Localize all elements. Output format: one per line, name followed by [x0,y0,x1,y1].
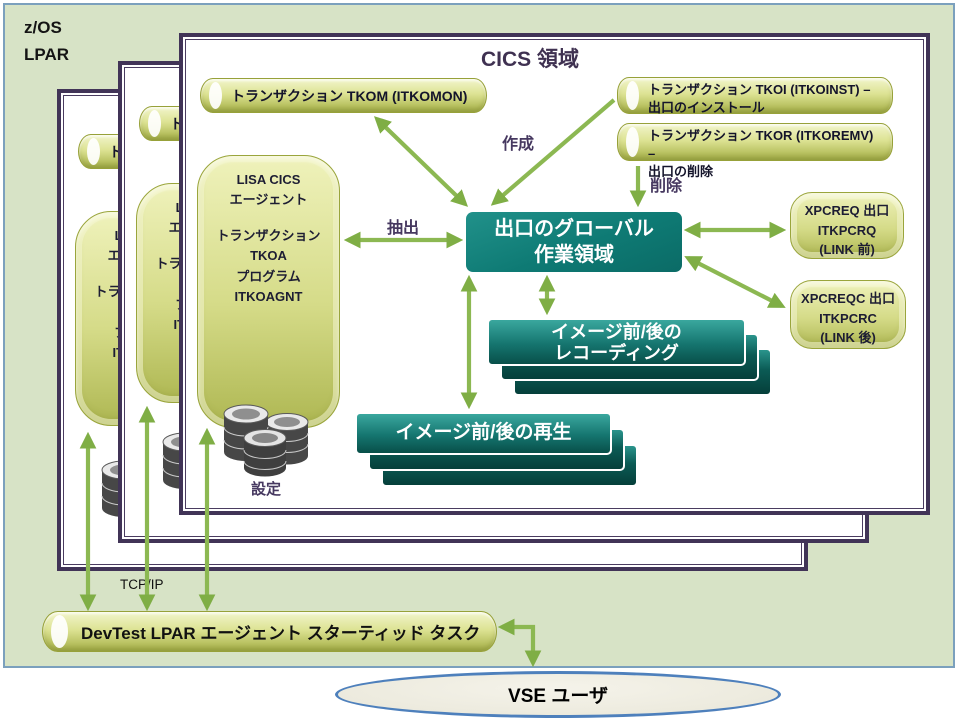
recording-stack: イメージ前/後の レコーディング [487,318,746,366]
lisa-agent-box: LISA CICS エージェント トランザクション TKOA プログラム ITK… [197,155,340,428]
bar-highlight [51,615,68,648]
tkor-line2: 出口の削除 [648,163,714,179]
lisa-line: トランザクション [216,228,321,244]
tcpip-label: TCP/IP [120,577,164,592]
lpar-frame-front-cics: CICS 領域 トランザクション TKOM (ITKOMON) トランザクション… [179,33,930,515]
xpcreq-exit-box: XPCREQ 出口 ITKPCRQ (LINK 前) [790,192,904,259]
zos-label-line2: LPAR [24,45,70,65]
bar-highlight [626,81,639,110]
zos-label-line1: z/OS [24,18,62,37]
tkoi-line2: 出口のインストール [648,99,765,115]
settings-label: 設定 [250,481,281,498]
tkor-line1: トランザクション TKOR (ITKOREMV) – [648,128,874,161]
bar-highlight [87,138,100,165]
xpcreqc-exit-box: XPCREQC 出口 ITKPCRC (LINK 後) [790,280,906,349]
lisa-line: エージェント [229,192,308,208]
lisa-line: TKOA [250,248,287,264]
delete-edge-label: 削除 [649,178,682,195]
devtest-task-bar: DevTest LPAR エージェント スターティッド タスク [42,611,497,652]
bar-highlight [209,82,222,109]
lisa-line: LISA CICS [236,172,301,187]
tkor-bar: トランザクション TKOR (ITKOREMV) – 出口の削除 [617,123,893,179]
tkom-bar: トランザクション TKOM (ITKOMON) [200,78,487,113]
playback-stack: イメージ前/後の再生 [355,412,612,455]
bar-highlight [626,127,639,157]
create-edge-label: 作成 [501,136,534,153]
tkoi-line1: トランザクション TKOI (ITKOINST) – [648,82,871,97]
devtest-task-label: DevTest LPAR エージェント スターティッド タスク [81,624,481,643]
bar-highlight [148,110,161,137]
tkoi-bar: トランザクション TKOI (ITKOINST) – 出口のインストール [617,77,893,115]
database-icon [223,404,309,477]
vse-user-label: VSE ユーザ [508,686,608,707]
zos-lpar-label: z/OS LPAR [24,14,69,68]
gwa-line2: 作業領域 [534,244,614,266]
extract-edge-label: 抽出 [386,220,419,237]
vse-user-ellipse: VSE ユーザ [335,671,781,718]
lisa-line: プログラム [236,268,301,284]
cics-region-title: CICS 領域 [480,48,579,71]
global-work-area-box: 出口のグローバル 作業領域 [466,212,682,272]
lisa-line: ITKOAGNT [234,288,303,304]
gwa-line1: 出口のグローバル [494,218,654,240]
